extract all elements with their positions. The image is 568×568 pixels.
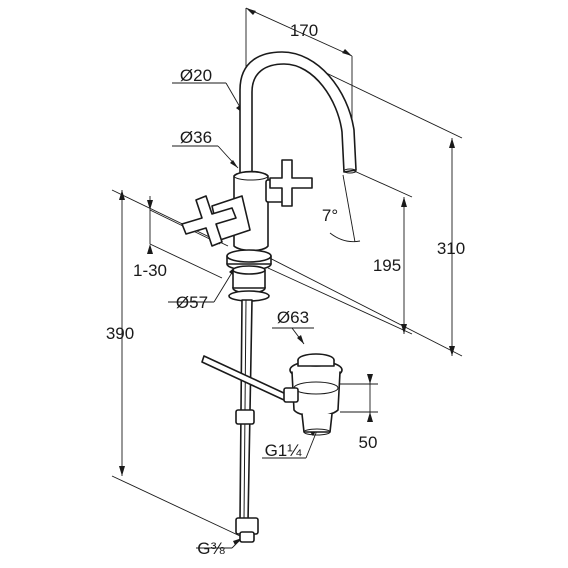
body-diameter-label: Ø36 bbox=[180, 128, 212, 147]
drain-height-label: 50 bbox=[359, 433, 378, 452]
deck-thickness-label: 1-30 bbox=[133, 261, 167, 280]
pipe-diameter-label: Ø20 bbox=[180, 66, 212, 85]
left-cross-handle bbox=[181, 195, 237, 247]
pop-up-drain bbox=[283, 353, 343, 436]
overall-length-label: 390 bbox=[106, 324, 134, 343]
reach-label: 170 bbox=[290, 21, 318, 40]
drain-diameter-label: Ø63 bbox=[277, 308, 309, 327]
dimension-lines bbox=[111, 7, 463, 549]
supply-hoses bbox=[235, 299, 259, 543]
spout-height-label: 195 bbox=[373, 256, 401, 275]
faucet-base bbox=[226, 249, 272, 302]
total-height-label: 310 bbox=[437, 239, 465, 258]
connection-thread-label: G⅜ bbox=[197, 539, 225, 558]
angle-label: 7° bbox=[322, 206, 338, 225]
dimension-labels: 170 Ø20 Ø36 7° 195 310 1-30 Ø57 390 Ø63 … bbox=[106, 21, 465, 558]
base-diameter-label: Ø57 bbox=[176, 293, 208, 312]
right-cross-handle bbox=[269, 159, 313, 207]
drain-thread-label: G1¼ bbox=[265, 441, 303, 460]
spout bbox=[239, 51, 357, 177]
